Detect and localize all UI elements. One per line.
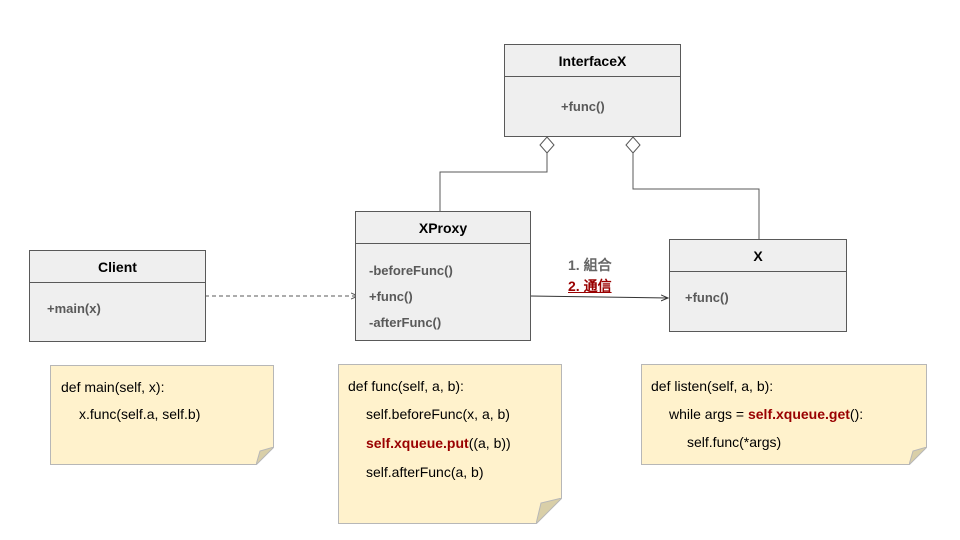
note-x-line1: def listen(self, a, b): <box>651 378 774 394</box>
class-x[interactable]: X +func() <box>669 239 847 332</box>
aggregation-diamond-right <box>625 136 641 154</box>
note-x-while-suffix: (): <box>849 406 864 422</box>
note-xproxy-line1: def func(self, a, b): <box>348 378 464 394</box>
class-interfacex-name: InterfaceX <box>505 45 680 77</box>
note-xproxy-queue-put: self.xqueue.put <box>366 435 469 451</box>
class-interfacex[interactable]: InterfaceX +func() <box>504 44 681 137</box>
relation-label-communication: 2. 通信 <box>568 278 612 294</box>
class-xproxy-name: XProxy <box>356 212 530 244</box>
note-x-line3: self.func(*args) <box>687 434 782 450</box>
class-xproxy-op-beforefunc: -beforeFunc() <box>369 263 453 278</box>
class-client-op-main: +main(x) <box>47 301 101 316</box>
note-client-line2: x.func(self.a, self.b) <box>79 406 201 422</box>
class-client-name: Client <box>30 251 205 283</box>
note-x-line2: while args = self.xqueue.get(): <box>669 406 863 422</box>
class-client[interactable]: Client +main(x) <box>29 250 206 342</box>
note-client-fold <box>256 447 274 465</box>
aggregation-line-x <box>632 153 760 240</box>
note-client-line1: def main(self, x): <box>61 379 165 395</box>
aggregation-line-xproxy <box>439 153 548 211</box>
note-xproxy-fold <box>536 498 562 524</box>
note-xproxy-line3: self.xqueue.put((a, b)) <box>366 435 511 451</box>
class-x-op-func: +func() <box>685 290 729 305</box>
note-xproxy-line4: self.afterFunc(a, b) <box>366 464 484 480</box>
relation-label-composition: 1. 組合 <box>568 257 612 273</box>
aggregation-diamond-left <box>539 136 555 154</box>
note-xproxy-line2: self.beforeFunc(x, a, b) <box>366 406 510 422</box>
note-x-while-prefix: while args = <box>669 406 748 422</box>
note-x-queue-get: self.xqueue.get <box>747 406 850 422</box>
association-arrow <box>529 296 668 298</box>
note-xproxy: def func(self, a, b): self.beforeFunc(x,… <box>338 364 562 524</box>
class-interfacex-op-func: +func() <box>561 99 605 114</box>
class-xproxy-op-afterfunc: -afterFunc() <box>369 315 442 330</box>
note-xproxy-put-args: ((a, b)) <box>468 435 511 451</box>
class-xproxy-op-func: +func() <box>369 289 413 304</box>
note-x-fold <box>909 447 927 465</box>
class-xproxy[interactable]: XProxy -beforeFunc() +func() -afterFunc(… <box>355 211 531 341</box>
note-client: def main(self, x): x.func(self.a, self.b… <box>50 365 274 465</box>
note-x: def listen(self, a, b): while args = sel… <box>641 364 927 465</box>
class-x-name: X <box>670 240 846 272</box>
